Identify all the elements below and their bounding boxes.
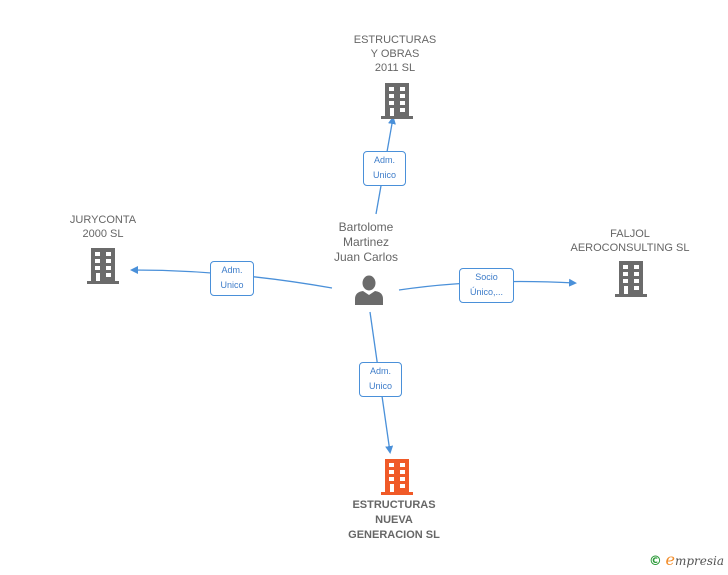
building-icon-highlighted[interactable] — [381, 459, 413, 495]
person-icon[interactable] — [355, 275, 383, 305]
building-icon[interactable] — [615, 261, 647, 297]
footer-brand: © empresia — [649, 550, 724, 569]
company-name-juryconta[interactable]: JURYCONTA 2000 SL — [69, 214, 137, 240]
company-name-estructuras-nueva[interactable]: ESTRUCTURAS NUEVA GENERACION SL — [348, 499, 440, 541]
person-name[interactable]: Bartolome Martinez Juan Carlos — [333, 220, 399, 264]
empresia-logo-initial: e — [665, 550, 675, 569]
company-name-estructuras-y-obras[interactable]: ESTRUCTURAS Y OBRAS 2011 SL — [353, 34, 437, 74]
empresia-logo-text: mpresia — [674, 554, 724, 568]
building-icon[interactable] — [87, 248, 119, 284]
relation-label-juryconta[interactable]: Adm. Unico — [210, 261, 254, 296]
company-name-faljol[interactable]: FALJOL AEROCONSULTING SL — [570, 228, 690, 254]
building-icon[interactable] — [381, 83, 413, 119]
relation-label-estructuras-y-obras[interactable]: Adm. Unico — [363, 151, 406, 186]
copyright-icon: © — [648, 554, 662, 569]
relation-label-estructuras-nueva[interactable]: Adm. Unico — [359, 362, 402, 397]
relation-label-faljol[interactable]: Socio Único,... — [459, 268, 514, 303]
